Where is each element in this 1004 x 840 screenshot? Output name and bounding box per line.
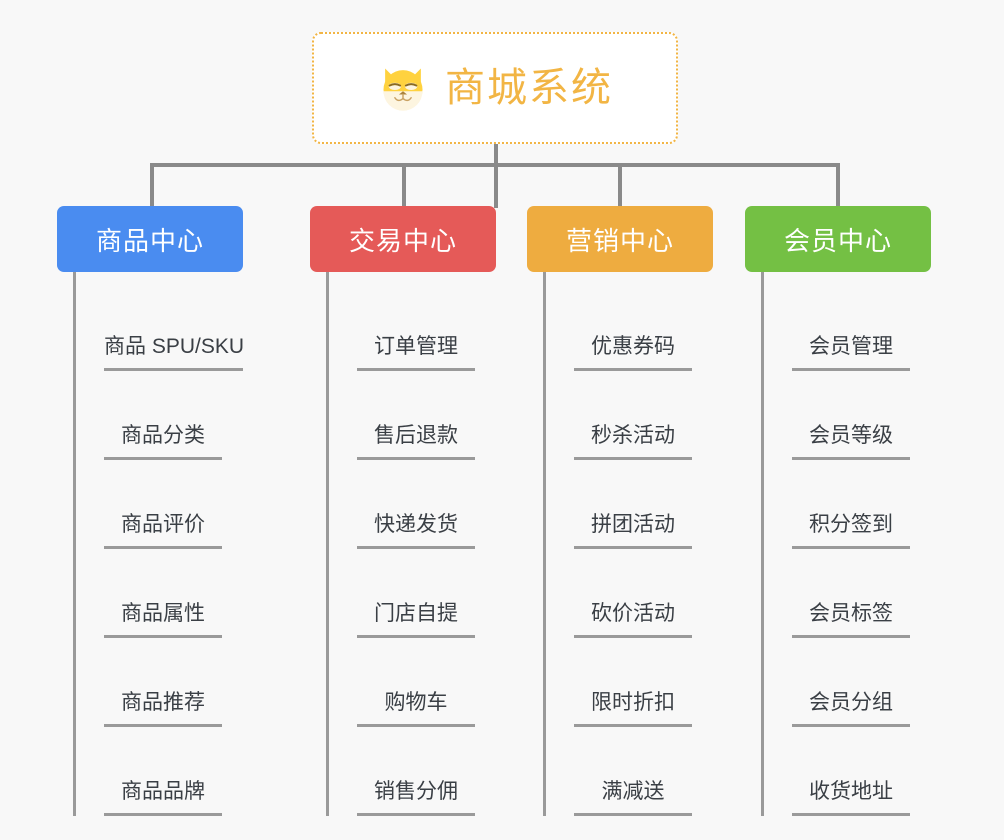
- shiba-dog-face-icon: [383, 68, 423, 111]
- connector-drop-2: [402, 163, 406, 208]
- list-item[interactable]: 订单管理: [329, 282, 496, 371]
- leaf-label: 会员管理: [792, 336, 910, 371]
- leaf-label: 商品推荐: [104, 692, 222, 727]
- list-item[interactable]: 优惠券码: [546, 282, 713, 371]
- leaf-label: 优惠券码: [574, 336, 692, 371]
- category-title: 营销中心: [565, 225, 674, 256]
- leaf-label: 商品属性: [104, 603, 222, 638]
- leaf-list-trade-center: 订单管理 售后退款 快递发货 门店自提 购物车 销售分佣: [326, 272, 496, 816]
- leaf-label: 商品 SPU/SKU: [104, 336, 244, 371]
- category-header-product-center[interactable]: 商品中心: [57, 206, 243, 272]
- category-header-marketing-center[interactable]: 营销中心: [527, 206, 713, 272]
- list-item[interactable]: 售后退款: [329, 371, 496, 460]
- leaf-label: 商品评价: [104, 514, 222, 549]
- leaf-label: 积分签到: [792, 514, 910, 549]
- column-marketing-center: 营销中心 优惠券码 秒杀活动 拼团活动 砍价活动 限时折扣 满减送: [527, 206, 713, 816]
- leaf-label: 快递发货: [357, 514, 475, 549]
- category-title: 商品中心: [95, 225, 204, 256]
- list-item[interactable]: 商品分类: [76, 371, 243, 460]
- list-item[interactable]: 限时折扣: [546, 638, 713, 727]
- leaf-label: 拼团活动: [574, 514, 692, 549]
- category-title: 交易中心: [348, 225, 457, 256]
- column-product-center: 商品中心 商品 SPU/SKU 商品分类 商品评价 商品属性 商品推荐 商品品牌: [57, 206, 244, 816]
- list-item[interactable]: 商品品牌: [76, 727, 243, 816]
- list-item[interactable]: 快递发货: [329, 460, 496, 549]
- connector-bus: [150, 163, 840, 167]
- leaf-label: 门店自提: [357, 603, 475, 638]
- column-trade-center: 交易中心 订单管理 售后退款 快递发货 门店自提 购物车 销售分佣: [310, 206, 496, 816]
- list-item[interactable]: 销售分佣: [329, 727, 496, 816]
- leaf-list-member-center: 会员管理 会员等级 积分签到 会员标签 会员分组 收货地址: [761, 272, 931, 816]
- list-item[interactable]: 购物车: [329, 638, 496, 727]
- category-title: 会员中心: [783, 225, 892, 256]
- leaf-label: 商品品牌: [104, 781, 222, 816]
- list-item[interactable]: 砍价活动: [546, 549, 713, 638]
- connector-trunk: [494, 144, 498, 208]
- list-item[interactable]: 商品评价: [76, 460, 243, 549]
- column-member-center: 会员中心 会员管理 会员等级 积分签到 会员标签 会员分组 收货地址: [745, 206, 931, 816]
- leaf-label: 购物车: [357, 692, 475, 727]
- list-item[interactable]: 积分签到: [764, 460, 931, 549]
- list-item[interactable]: 商品推荐: [76, 638, 243, 727]
- leaf-label: 限时折扣: [574, 692, 692, 727]
- leaf-label: 商品分类: [104, 425, 222, 460]
- category-header-member-center[interactable]: 会员中心: [745, 206, 931, 272]
- root-title: 商城系统: [445, 66, 613, 110]
- leaf-label: 满减送: [574, 781, 692, 816]
- connector-drop-1: [150, 163, 154, 208]
- connector-drop-4: [836, 163, 840, 208]
- list-item[interactable]: 收货地址: [764, 727, 931, 816]
- leaf-label: 收货地址: [792, 781, 910, 816]
- leaf-label: 售后退款: [357, 425, 475, 460]
- list-item[interactable]: 商品 SPU/SKU: [76, 282, 244, 371]
- connector-drop-3: [618, 163, 622, 208]
- list-item[interactable]: 秒杀活动: [546, 371, 713, 460]
- leaf-list-product-center: 商品 SPU/SKU 商品分类 商品评价 商品属性 商品推荐 商品品牌: [73, 272, 244, 816]
- leaf-label: 砍价活动: [574, 603, 692, 638]
- list-item[interactable]: 会员管理: [764, 282, 931, 371]
- leaf-label: 会员等级: [792, 425, 910, 460]
- leaf-label: 会员分组: [792, 692, 910, 727]
- leaf-label: 秒杀活动: [574, 425, 692, 460]
- list-item[interactable]: 拼团活动: [546, 460, 713, 549]
- list-item[interactable]: 会员标签: [764, 549, 931, 638]
- list-item[interactable]: 会员分组: [764, 638, 931, 727]
- category-header-trade-center[interactable]: 交易中心: [310, 206, 496, 272]
- leaf-label: 会员标签: [792, 603, 910, 638]
- root-node[interactable]: 商城系统: [312, 32, 678, 144]
- leaf-list-marketing-center: 优惠券码 秒杀活动 拼团活动 砍价活动 限时折扣 满减送: [543, 272, 713, 816]
- list-item[interactable]: 商品属性: [76, 549, 243, 638]
- leaf-label: 销售分佣: [357, 781, 475, 816]
- list-item[interactable]: 门店自提: [329, 549, 496, 638]
- list-item[interactable]: 满减送: [546, 727, 713, 816]
- leaf-label: 订单管理: [357, 336, 475, 371]
- list-item[interactable]: 会员等级: [764, 371, 931, 460]
